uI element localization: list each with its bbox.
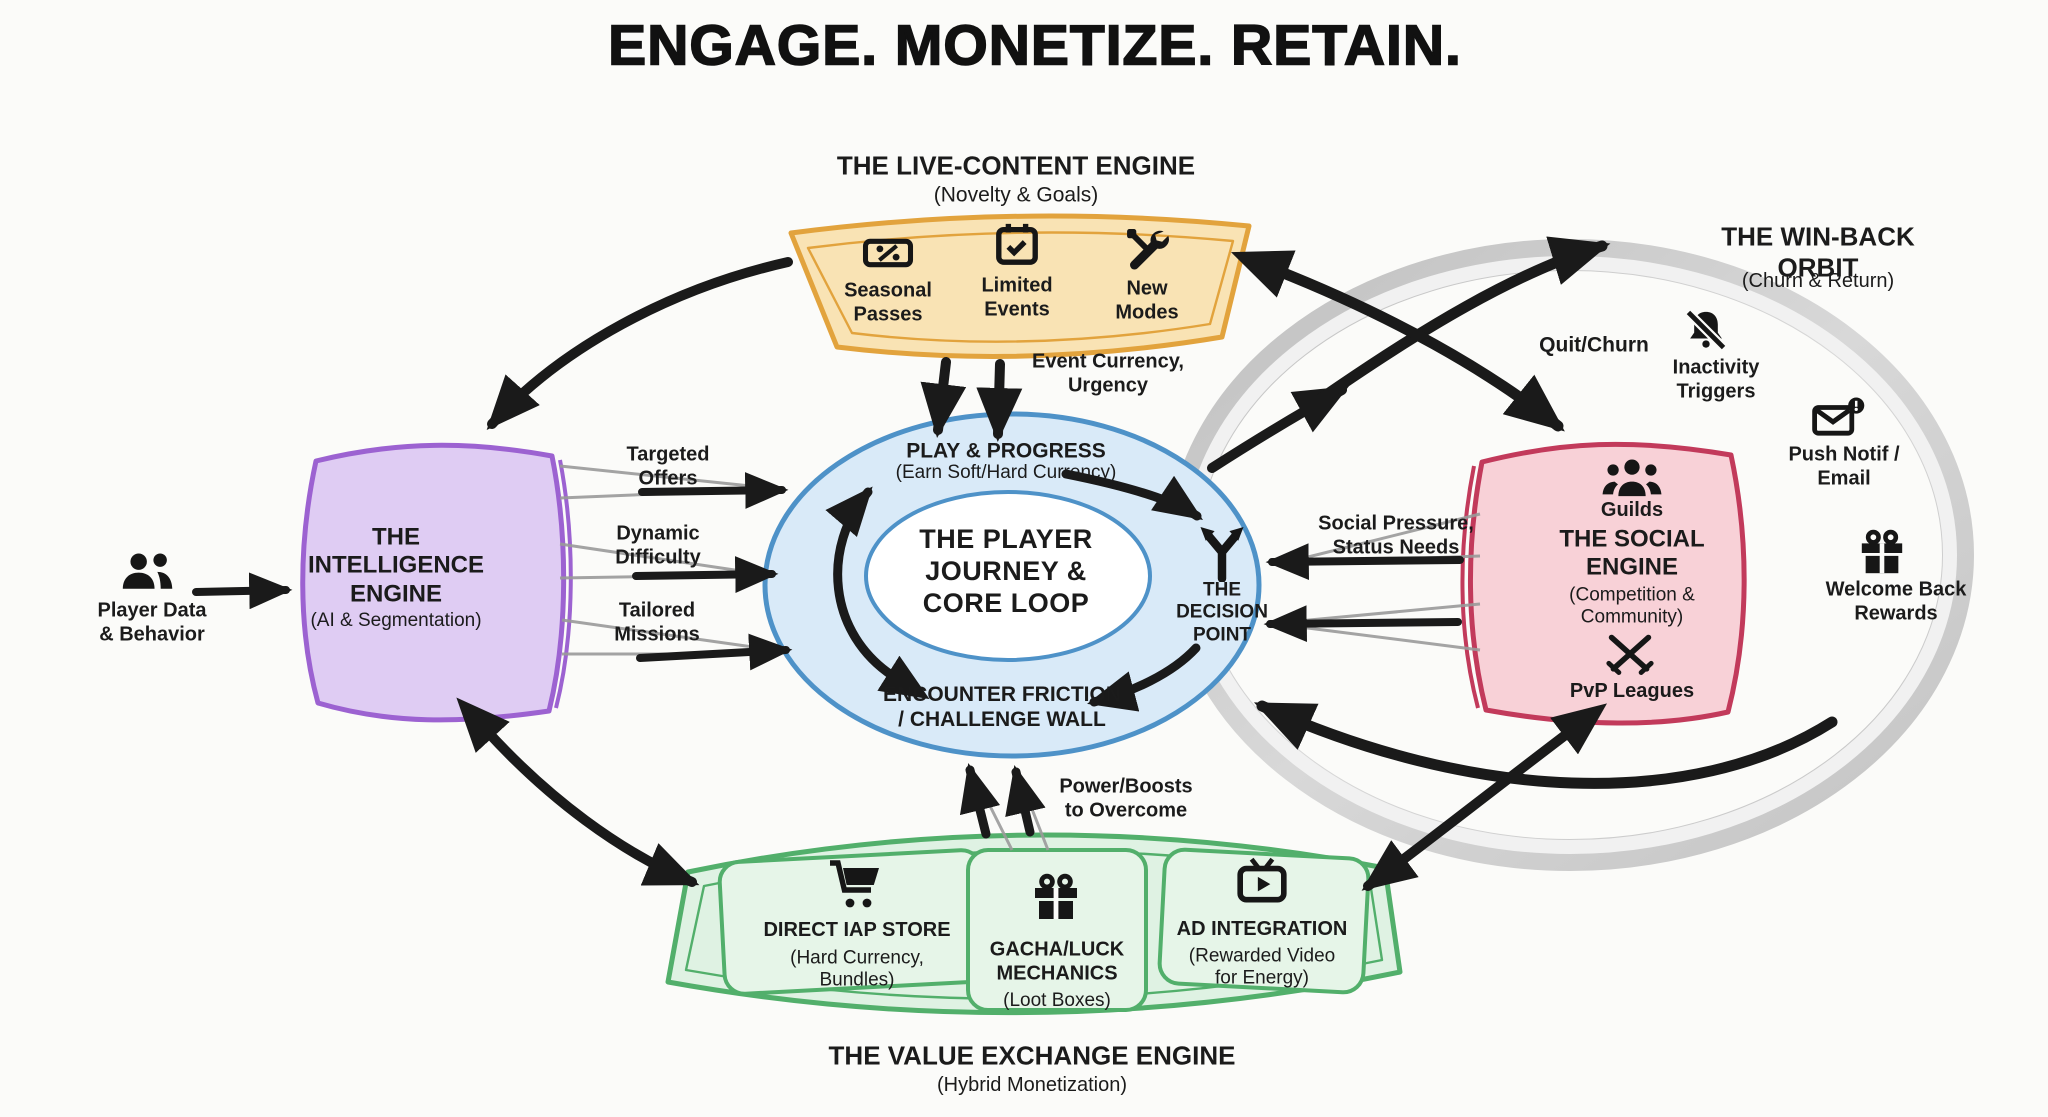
winback-subtitle: (Churn & Return): [1741, 270, 1895, 293]
quit-churn-label: Quit/Churn: [1539, 333, 1649, 357]
ticket-percent-icon: [861, 234, 915, 272]
winback-title: THE WIN-BACK ORBIT: [1721, 221, 1915, 282]
guilds-icon: [1601, 458, 1663, 498]
arrow-live-to-intelligence: [486, 257, 793, 430]
live-content-box: [788, 213, 1252, 359]
value-exchange-title: THE VALUE EXCHANGE ENGINE: [828, 1040, 1236, 1071]
ad-subbox: [1157, 847, 1371, 995]
play-progress-label: PLAY & PROGRESS: [906, 439, 1106, 463]
arrow-social-pressure-2: [1263, 605, 1462, 643]
arrow-social-pressure-1: [1265, 543, 1464, 581]
dynamic-difficulty-label: Dynamic Difficulty: [615, 522, 701, 568]
arrow-social-value: [1361, 703, 1608, 891]
social-subtitle: (Competition & Community): [1569, 584, 1695, 628]
arrow-boosts-2: [1005, 764, 1046, 837]
tailored-missions-label: Tailored Missions: [614, 599, 700, 645]
limited-events-label: Limited Events: [981, 274, 1053, 320]
power-boosts-label: Power/Boosts to Overcome: [1059, 775, 1193, 821]
play-progress-subtitle: (Earn Soft/Hard Currency): [895, 461, 1117, 483]
gacha-subtitle: (Loot Boxes): [1003, 989, 1111, 1011]
guilds-label: Guilds: [1600, 499, 1664, 522]
arrow-loop-bottom: [1087, 643, 1201, 712]
tv-play-icon: [1235, 856, 1289, 906]
arrow-tailored-missions: [636, 633, 793, 671]
arrow-live-social: [1231, 250, 1565, 432]
event-currency-label: Event Currency, Urgency: [1032, 350, 1184, 396]
decision-point-label: THE DECISION POINT: [1176, 579, 1268, 646]
arrow-playerdata-to-intelligence: [192, 572, 293, 610]
ad-title: AD INTEGRATION: [1176, 918, 1348, 941]
push-notif-label: Push Notif / Email: [1788, 443, 1900, 489]
ad-subtitle: (Rewarded Video for Energy): [1188, 945, 1336, 989]
iap-title: DIRECT IAP STORE: [763, 919, 951, 942]
bell-slash-icon: [1682, 306, 1730, 354]
value-exchange-subtitle: (Hybrid Monetization): [936, 1074, 1128, 1097]
gacha-gift-icon: [1030, 872, 1082, 924]
intelligence-title: THE INTELLIGENCE ENGINE: [307, 523, 485, 608]
users-icon: [120, 550, 176, 592]
arrow-targeted-offers: [638, 472, 789, 509]
crossed-swords-icon: [1602, 631, 1658, 679]
arrow-loop-right: [1061, 469, 1203, 521]
social-title: THE SOCIAL ENGINE: [1559, 525, 1705, 581]
welcome-back-label: Welcome Back Rewards: [1825, 578, 1967, 624]
gacha-subbox: [966, 848, 1148, 1012]
live-content-subtitle: (Novelty & Goals): [933, 183, 1099, 207]
cart-icon: [827, 858, 883, 910]
inactivity-label: Inactivity Triggers: [1672, 356, 1760, 402]
intelligence-box: [300, 442, 573, 723]
friction-label: ENCOUNTER FRICTION / CHALLENGE WALL: [883, 683, 1121, 731]
arrow-orbit-return: [1253, 700, 1838, 789]
player-data-label: Player Data & Behavior: [97, 599, 207, 645]
iap-subtitle: (Hard Currency, Bundles): [790, 947, 924, 991]
intelligence-subtitle: (AI & Segmentation): [310, 609, 482, 631]
mail-alert-icon: [1811, 396, 1865, 442]
arrow-dynamic-difficulty: [632, 556, 779, 593]
arrow-boosts-1: [959, 763, 1001, 839]
live-content-title: THE LIVE-CONTENT ENGINE: [836, 150, 1196, 181]
social-box: [1460, 441, 1747, 726]
core-loop-label: THE PLAYER JOURNEY & CORE LOOP: [919, 524, 1093, 618]
social-pressure-label: Social Pressure, Status Needs: [1318, 512, 1474, 558]
seasonal-passes-label: Seasonal Passes: [844, 279, 932, 325]
arrow-live-to-loop-1: [920, 357, 967, 438]
arrows: [192, 236, 1838, 891]
y-fork-icon: [1194, 522, 1250, 582]
targeted-offers-label: Targeted Offers: [626, 443, 710, 489]
arrow-loop-left: [825, 486, 930, 700]
pvp-leagues-label: PvP Leagues: [1569, 680, 1695, 703]
new-modes-label: New Modes: [1115, 277, 1179, 323]
page-title: ENGAGE. MONETIZE. RETAIN.: [607, 13, 1462, 79]
gacha-title: GACHA/LUCK MECHANICS: [989, 938, 1125, 984]
gift-icon: [1857, 528, 1907, 578]
tools-icon: [1123, 225, 1171, 273]
calendar-check-icon: [994, 221, 1040, 267]
arrow-intelligence-value: [456, 697, 700, 887]
arrow-live-to-loop-2: [976, 359, 1023, 442]
